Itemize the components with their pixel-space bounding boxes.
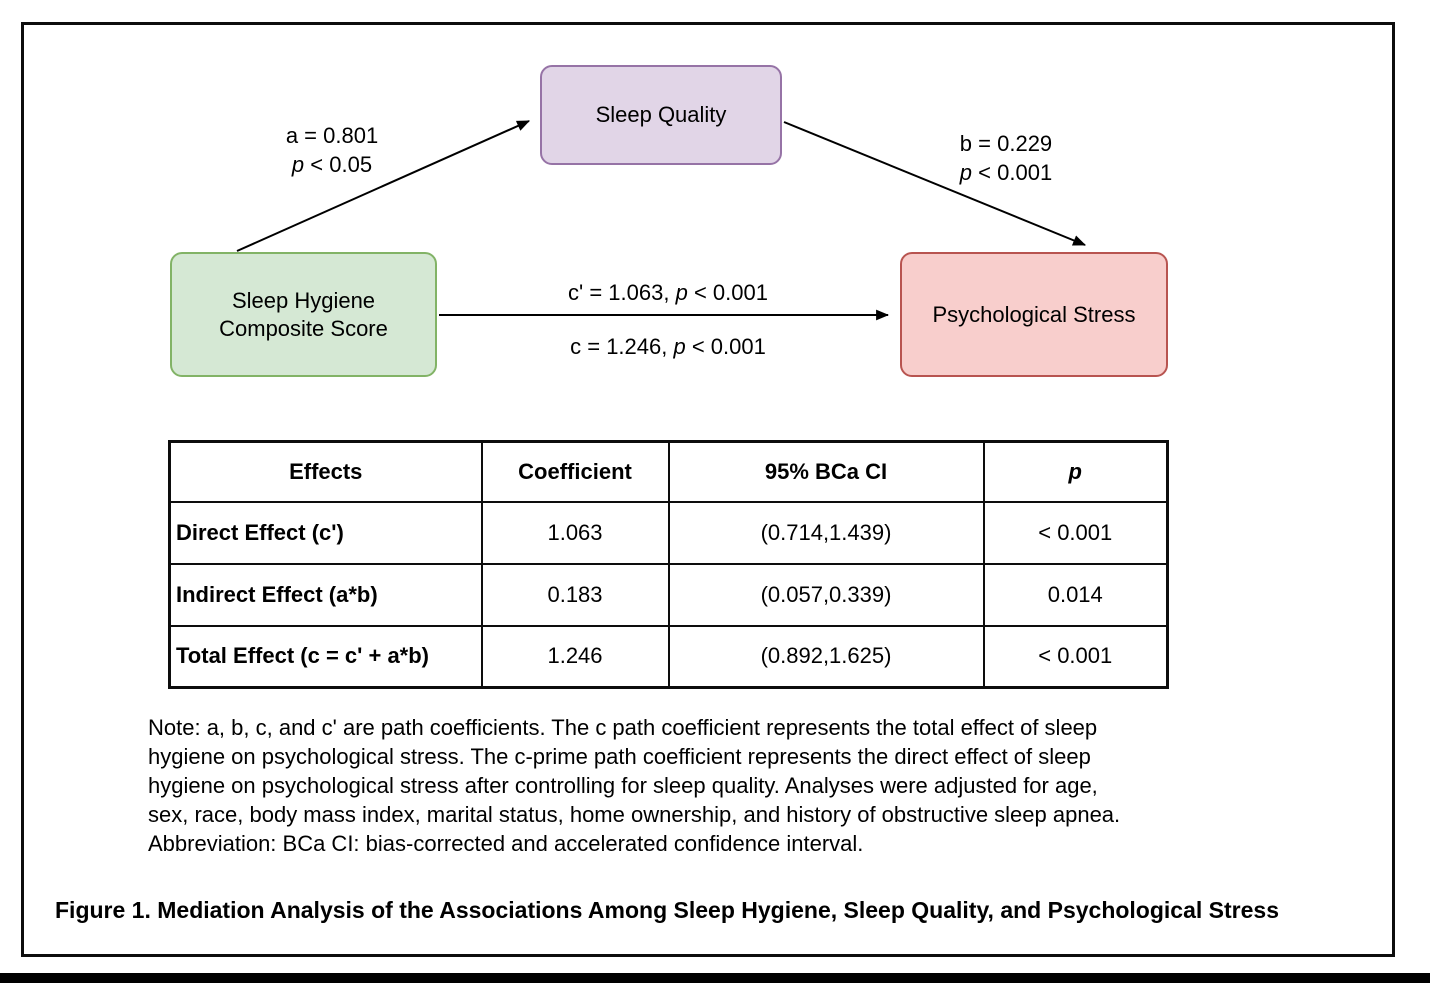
- direct-effect-p: < 0.001: [982, 500, 1169, 565]
- node-sleep-quality: Sleep Quality: [540, 65, 782, 165]
- figure-note: Note: a, b, c, and c' are path coefficie…: [148, 713, 1318, 858]
- figure-frame: Sleep Quality Sleep Hygiene Composite Sc…: [21, 22, 1395, 957]
- path-b-pvalue: p < 0.001: [959, 160, 1053, 185]
- note-line: Note: a, b, c, and c' are path coefficie…: [148, 715, 1098, 740]
- node-sleep-hygiene-label-line1: Sleep Hygiene: [231, 287, 376, 313]
- path-a-label: a = 0.801 p < 0.05: [286, 121, 378, 179]
- header-coefficient: Coefficient: [480, 440, 670, 503]
- total-effect-p: < 0.001: [982, 624, 1169, 689]
- arrow-a: [236, 120, 530, 252]
- direct-effect-coefficient: 1.063: [480, 500, 670, 565]
- note-line: hygiene on psychological stress after co…: [148, 773, 1098, 798]
- node-sleep-quality-label: Sleep Quality: [595, 102, 727, 127]
- table-row: Indirect Effect (a*b) 0.183 (0.057,0.339…: [168, 562, 1169, 627]
- table-header-row: Effects Coefficient 95% BCa CI p: [168, 440, 1169, 503]
- note-line: hygiene on psychological stress. The c-p…: [148, 744, 1091, 769]
- path-c-total-label: c = 1.246, p < 0.001: [570, 334, 766, 359]
- header-ci: 95% BCa CI: [667, 440, 985, 503]
- direct-effect-label: Direct Effect (c'): [168, 500, 483, 565]
- node-sleep-hygiene-label-line2: Composite Score: [219, 315, 388, 341]
- path-c-prime-label: c' = 1.063, p < 0.001: [568, 280, 768, 305]
- total-effect-ci: (0.892,1.625): [667, 624, 985, 689]
- total-effect-label: Total Effect (c = c' + a*b): [168, 624, 483, 689]
- table-row: Total Effect (c = c' + a*b) 1.246 (0.892…: [168, 624, 1169, 689]
- path-a-coefficient: a = 0.801: [285, 123, 379, 148]
- node-sleep-hygiene: Sleep Hygiene Composite Score: [170, 252, 437, 377]
- node-psychological-stress: Psychological Stress: [900, 252, 1168, 377]
- bottom-divider-bar: [0, 973, 1430, 983]
- indirect-effect-p: 0.014: [982, 562, 1169, 627]
- effects-table: Effects Coefficient 95% BCa CI p Direct …: [168, 440, 1169, 689]
- figure-caption: Figure 1. Mediation Analysis of the Asso…: [55, 897, 1279, 923]
- header-effects: Effects: [168, 440, 483, 503]
- table-row: Direct Effect (c') 1.063 (0.714,1.439) <…: [168, 500, 1169, 565]
- note-line: Abbreviation: BCa CI: bias-corrected and…: [148, 831, 864, 856]
- indirect-effect-ci: (0.057,0.339): [667, 562, 985, 627]
- indirect-effect-label: Indirect Effect (a*b): [168, 562, 483, 627]
- header-p: p: [982, 440, 1169, 503]
- path-b-coefficient: b = 0.229: [959, 131, 1053, 156]
- total-effect-coefficient: 1.246: [480, 624, 670, 689]
- indirect-effect-coefficient: 0.183: [480, 562, 670, 627]
- path-b-label: b = 0.229 p < 0.001: [960, 129, 1052, 187]
- node-psychological-stress-label: Psychological Stress: [932, 301, 1136, 327]
- direct-effect-ci: (0.714,1.439): [667, 500, 985, 565]
- path-a-pvalue: p < 0.05: [291, 152, 373, 177]
- note-line: sex, race, body mass index, marital stat…: [148, 802, 1121, 827]
